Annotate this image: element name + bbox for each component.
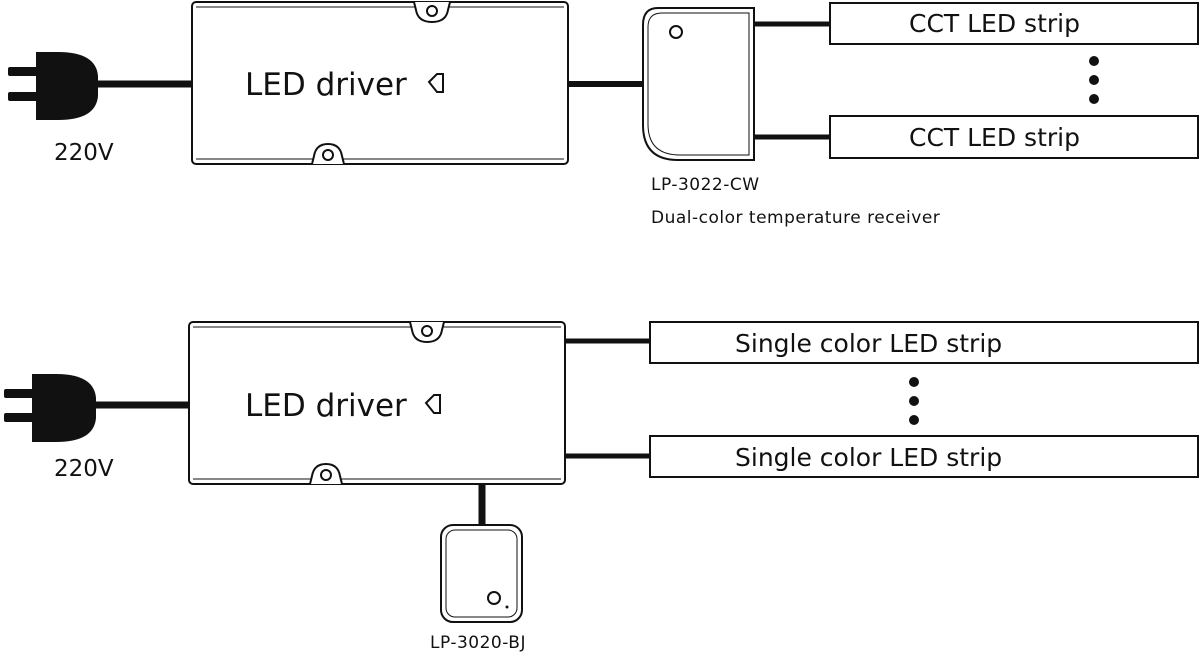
indicator-icon [424, 394, 441, 414]
led-driver: LED driver [191, 1, 569, 165]
led-strip: Single color LED strip [649, 435, 1199, 478]
driver-label: LED driver [245, 67, 407, 103]
receiver-module [642, 7, 755, 161]
power-plug-icon [8, 52, 98, 120]
receiver-description: Dual-color temperature receiver [651, 208, 940, 228]
strip-label: Single color LED strip [735, 443, 1002, 472]
led-driver: LED driver [188, 321, 566, 485]
top-circuit: 220V LED driver LP-3022-CW Dual-color te… [8, 1, 1199, 228]
driver-label: LED driver [245, 388, 407, 424]
strip-label: CCT LED strip [909, 123, 1080, 152]
indicator-led-icon [669, 25, 683, 39]
indicator-led-icon [487, 591, 501, 605]
led-strip: CCT LED strip [829, 115, 1199, 159]
ellipsis-dots [1089, 56, 1099, 104]
voltage-label: 220V [54, 140, 114, 166]
led-strip: CCT LED strip [829, 2, 1199, 45]
bottom-circuit: 220V LED driver Single color LED strip [4, 321, 1199, 652]
receiver-model: LP-3022-CW [651, 175, 760, 195]
power-plug-icon [4, 374, 96, 442]
strip-label: Single color LED strip [735, 329, 1002, 358]
ellipsis-dots [909, 377, 919, 425]
controller-module [440, 524, 523, 623]
led-strip: Single color LED strip [649, 321, 1199, 364]
voltage-label: 220V [54, 456, 114, 482]
controller-model: LP-3020-BJ [430, 633, 526, 652]
indicator-icon [427, 73, 444, 93]
strip-label: CCT LED strip [909, 9, 1080, 38]
